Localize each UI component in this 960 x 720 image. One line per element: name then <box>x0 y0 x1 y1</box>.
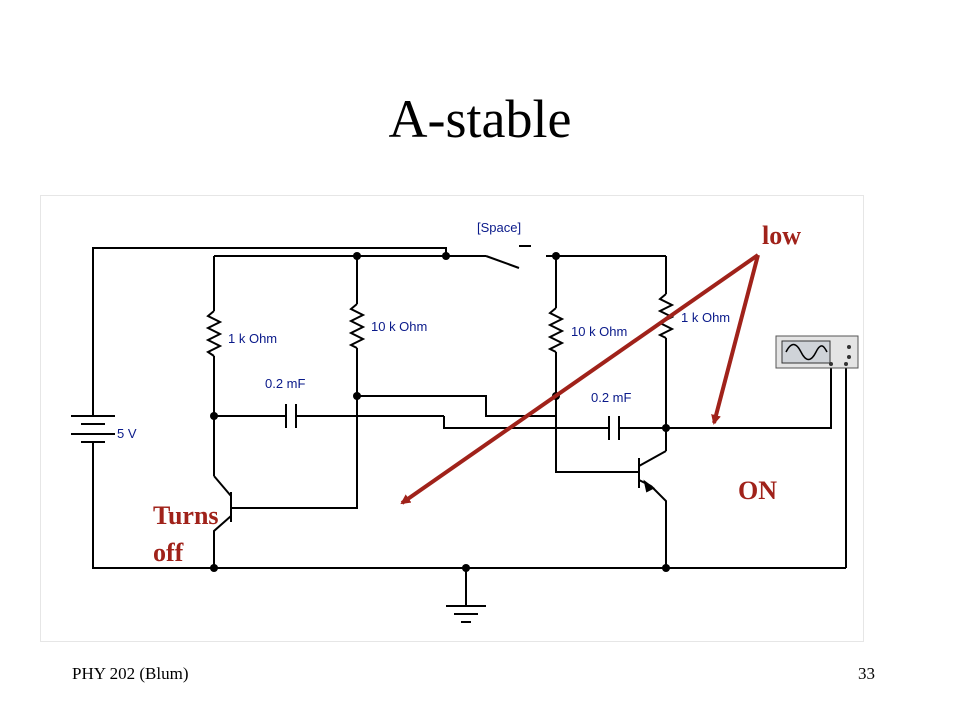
transistor-icon <box>213 475 241 522</box>
switch-blade <box>485 255 520 269</box>
wire-q2-emitter <box>650 485 667 568</box>
footer-course: PHY 202 (Blum) <box>72 664 189 683</box>
annotation-turns-off-line1: Turns <box>153 501 219 530</box>
wire-q2-base <box>555 396 639 473</box>
capacitor-c2-label: 0.2 mF <box>591 390 632 405</box>
resistor-r3-label: 10 k Ohm <box>571 324 627 339</box>
wire-bottom-rail <box>92 446 846 569</box>
circuit-diagram: [Space] 1 k Ohm 10 k Ohm 10 k Ohm 1 k Oh… <box>71 220 859 623</box>
resistor-r1 <box>205 310 223 357</box>
annotation-turns-off-line2: off <box>153 538 184 567</box>
junction-dots <box>210 252 670 572</box>
resistor-r2-label: 10 k Ohm <box>371 319 427 334</box>
footer-page-number: 33 <box>858 664 875 683</box>
battery-icon <box>71 415 115 446</box>
resistor-r4-label: 1 k Ohm <box>681 310 730 325</box>
capacitor-c2 <box>608 416 620 440</box>
ground-icon <box>446 605 486 623</box>
switch <box>485 245 531 269</box>
arrow-to-turns-off <box>400 253 760 505</box>
wire-q1-base <box>241 396 358 509</box>
wires <box>92 247 847 606</box>
capacitor-c1 <box>285 404 297 428</box>
switch-label: [Space] <box>477 220 521 235</box>
resistor-r3 <box>547 307 565 353</box>
annotation-turns-off: Turns off <box>153 497 219 571</box>
circuit-diagram-panel: [Space] 1 k Ohm 10 k Ohm 10 k Ohm 1 k Oh… <box>40 195 864 642</box>
slide-title: A-stable <box>388 89 572 149</box>
wire-q1-emitter <box>213 515 232 568</box>
battery-label: 5 V <box>117 426 137 441</box>
capacitor-c1-label: 0.2 mF <box>265 376 306 391</box>
arrow-to-output-low <box>711 254 760 425</box>
resistor-r2 <box>348 303 366 349</box>
wire-c1-to-c2 <box>443 416 609 429</box>
resistor-r1-label: 1 k Ohm <box>228 331 277 346</box>
oscilloscope-icon <box>775 335 859 369</box>
wire-scope-signal <box>666 364 832 429</box>
transistor-icon <box>638 450 667 493</box>
annotation-on: ON <box>738 476 777 505</box>
annotation-low: low <box>762 221 801 250</box>
